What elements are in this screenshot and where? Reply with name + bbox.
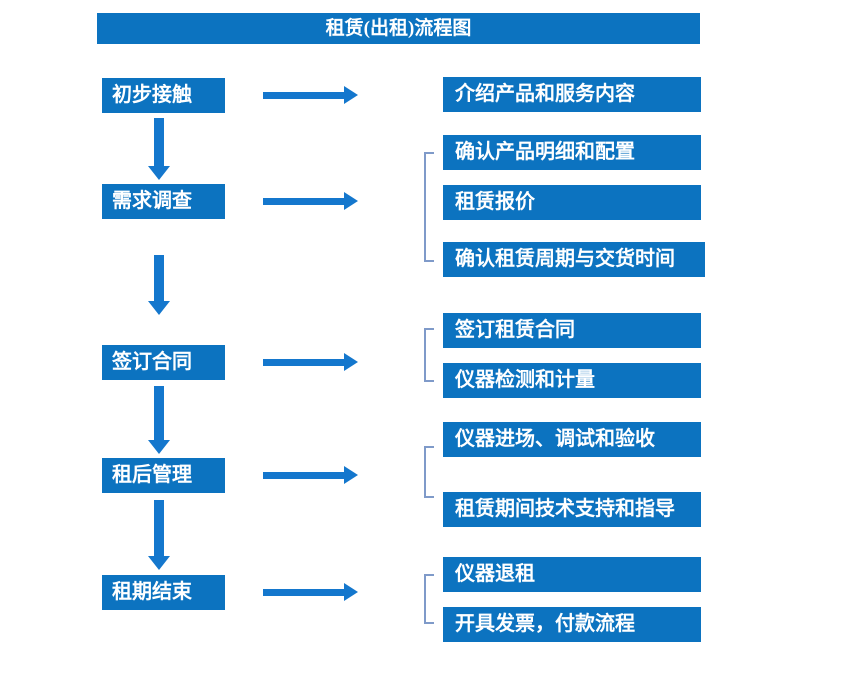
detail-box-invoice-payment: 开具发票，付款流程	[443, 607, 701, 642]
detail-box-tech-support: 租赁期间技术支持和指导	[443, 492, 701, 527]
stage-box-sign-contract: 签订合同	[102, 345, 225, 380]
stage-box-demand-survey: 需求调查	[102, 184, 225, 219]
detail-box-instrument-return: 仪器退租	[443, 557, 701, 592]
stage-box-post-rental: 租后管理	[102, 458, 225, 493]
detail-box-introduce-products: 介绍产品和服务内容	[443, 77, 701, 112]
detail-box-instrument-setup: 仪器进场、调试和验收	[443, 422, 701, 457]
stage-box-initial-contact: 初步接触	[102, 78, 225, 113]
group-bracket	[424, 574, 434, 624]
detail-box-instrument-testing: 仪器检测和计量	[443, 363, 701, 398]
detail-box-rental-quote: 租赁报价	[443, 185, 701, 220]
detail-box-sign-rental-contract: 签订租赁合同	[443, 313, 701, 348]
group-bracket	[424, 328, 434, 382]
detail-box-confirm-period-delivery: 确认租赁周期与交货时间	[443, 242, 705, 277]
group-bracket	[424, 152, 434, 262]
stage-box-rental-end: 租期结束	[102, 575, 225, 610]
group-bracket	[424, 446, 434, 498]
detail-box-confirm-product-config: 确认产品明细和配置	[443, 135, 701, 170]
diagram-title: 租赁(出租)流程图	[97, 13, 700, 44]
